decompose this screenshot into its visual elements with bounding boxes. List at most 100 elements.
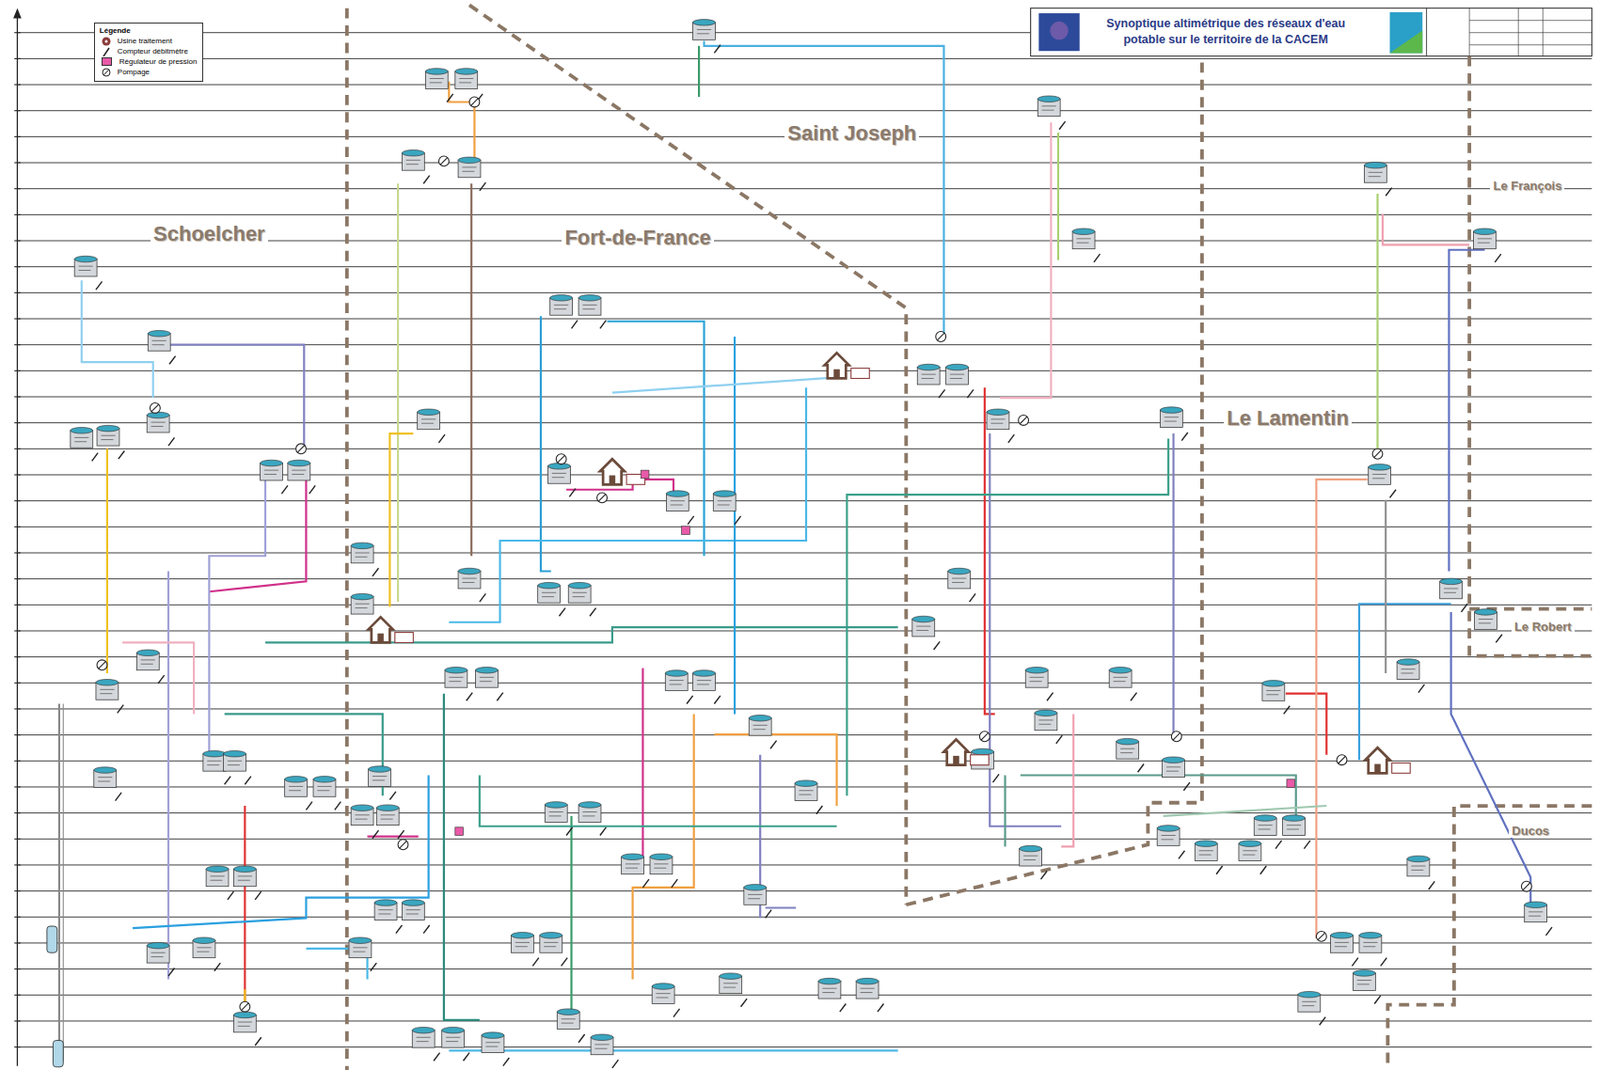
pump-symbol	[399, 840, 408, 849]
plant-house	[824, 352, 850, 379]
reservoir	[539, 933, 563, 954]
pump-symbol	[1171, 731, 1182, 743]
reservoir-mark	[554, 304, 569, 306]
reservoir-mark	[74, 441, 87, 443]
reservoir-mark	[416, 1041, 429, 1043]
reservoir-top	[693, 670, 716, 678]
pump-symbol	[471, 98, 479, 107]
reservoir	[70, 427, 94, 449]
meter-symbol	[969, 593, 977, 602]
reservoir-mark	[1038, 724, 1051, 726]
water-pipe	[999, 122, 1051, 398]
reservoir	[556, 1009, 580, 1030]
altitude-line	[18, 760, 1593, 762]
reservoir-top	[1396, 659, 1420, 666]
reservoir-mark	[1166, 766, 1181, 768]
pump-symbol	[935, 332, 947, 343]
reservoir	[374, 900, 397, 921]
reservoir-top	[578, 295, 602, 302]
reservoir-top	[1116, 738, 1140, 745]
reservoir-top	[401, 900, 425, 907]
reservoir-top	[1019, 845, 1043, 853]
axis-arrow	[13, 8, 22, 19]
meter-symbol	[686, 696, 694, 705]
meter-symbol	[1056, 735, 1063, 745]
reservoir-mark	[1164, 421, 1177, 423]
reservoir-top	[649, 854, 673, 861]
water-pipe	[1315, 479, 1367, 939]
reservoir	[748, 714, 772, 736]
meter-symbol	[1494, 253, 1502, 263]
reservoir	[203, 750, 226, 772]
reservoir-top	[374, 900, 397, 907]
meter-symbol	[1283, 706, 1291, 715]
pump-symbol	[149, 403, 160, 414]
reservoir-top	[748, 714, 772, 722]
reservoir-mark	[1286, 824, 1301, 826]
region-border	[345, 8, 349, 1070]
reservoir-mark	[209, 875, 224, 877]
reservoir-mark	[445, 1041, 459, 1043]
reservoir-top	[417, 409, 441, 416]
altitude-line	[18, 292, 1593, 294]
reservoir-mark	[99, 693, 112, 695]
reservoir-mark	[74, 437, 89, 439]
meter-symbol	[158, 675, 165, 684]
reservoir-mark	[582, 308, 595, 310]
reservoir	[1396, 659, 1420, 681]
reservoir-top	[948, 568, 971, 575]
plant-door	[377, 633, 384, 644]
water-pipe	[122, 642, 194, 714]
reservoir-mark	[822, 988, 837, 990]
reservoir	[401, 900, 425, 921]
meter-symbol	[1181, 432, 1189, 442]
reservoir-mark	[1372, 474, 1387, 476]
reservoir-mark	[237, 1026, 251, 1028]
reservoir-mark	[1334, 942, 1349, 944]
reservoir	[455, 68, 478, 90]
reservoir	[1262, 681, 1285, 702]
pump-symbol	[1317, 933, 1326, 941]
reservoir-top	[147, 330, 171, 337]
reservoir	[205, 866, 229, 888]
reservoir-mark	[670, 500, 685, 502]
reservoir	[425, 68, 448, 90]
reservoir-mark	[1477, 242, 1490, 244]
reservoir-top	[455, 68, 478, 76]
reservoir-mark	[753, 728, 766, 730]
reservoir-mark	[921, 374, 936, 376]
reservoir	[1194, 840, 1218, 862]
regulator-symbol	[455, 827, 464, 837]
reservoir-top	[233, 1012, 256, 1019]
reservoir-mark	[152, 344, 165, 346]
water-pipe	[1376, 193, 1379, 455]
reservoir-mark	[1120, 752, 1133, 754]
meter-symbol	[734, 516, 742, 525]
reservoir	[917, 364, 940, 385]
reservoir	[1473, 228, 1496, 250]
meter-symbol	[372, 568, 380, 577]
water-pipe	[470, 183, 473, 556]
reservoir-top	[855, 978, 879, 985]
reservoir-mark	[461, 166, 476, 168]
reservoir-top	[1037, 95, 1061, 103]
reservoir-mark	[264, 470, 279, 472]
reservoir-mark	[196, 947, 211, 949]
water-pipe	[1451, 612, 1532, 909]
water-pipe	[81, 280, 154, 398]
reservoir	[510, 933, 534, 954]
reservoir-mark	[747, 894, 762, 896]
region-name: Le Lamentin	[1223, 407, 1352, 430]
header-frame	[1030, 8, 1593, 57]
regulator-symbol	[640, 470, 650, 479]
reservoir-top	[313, 776, 336, 784]
reservoir	[368, 766, 392, 788]
meter-symbol	[569, 489, 576, 498]
reservoir	[550, 295, 573, 317]
meter-symbol	[463, 1053, 471, 1062]
reservoir-mark	[1113, 677, 1128, 679]
reservoir-top	[510, 933, 534, 940]
reservoir-top	[712, 491, 736, 498]
water-pipe	[733, 336, 736, 714]
water-pipe	[612, 377, 838, 393]
